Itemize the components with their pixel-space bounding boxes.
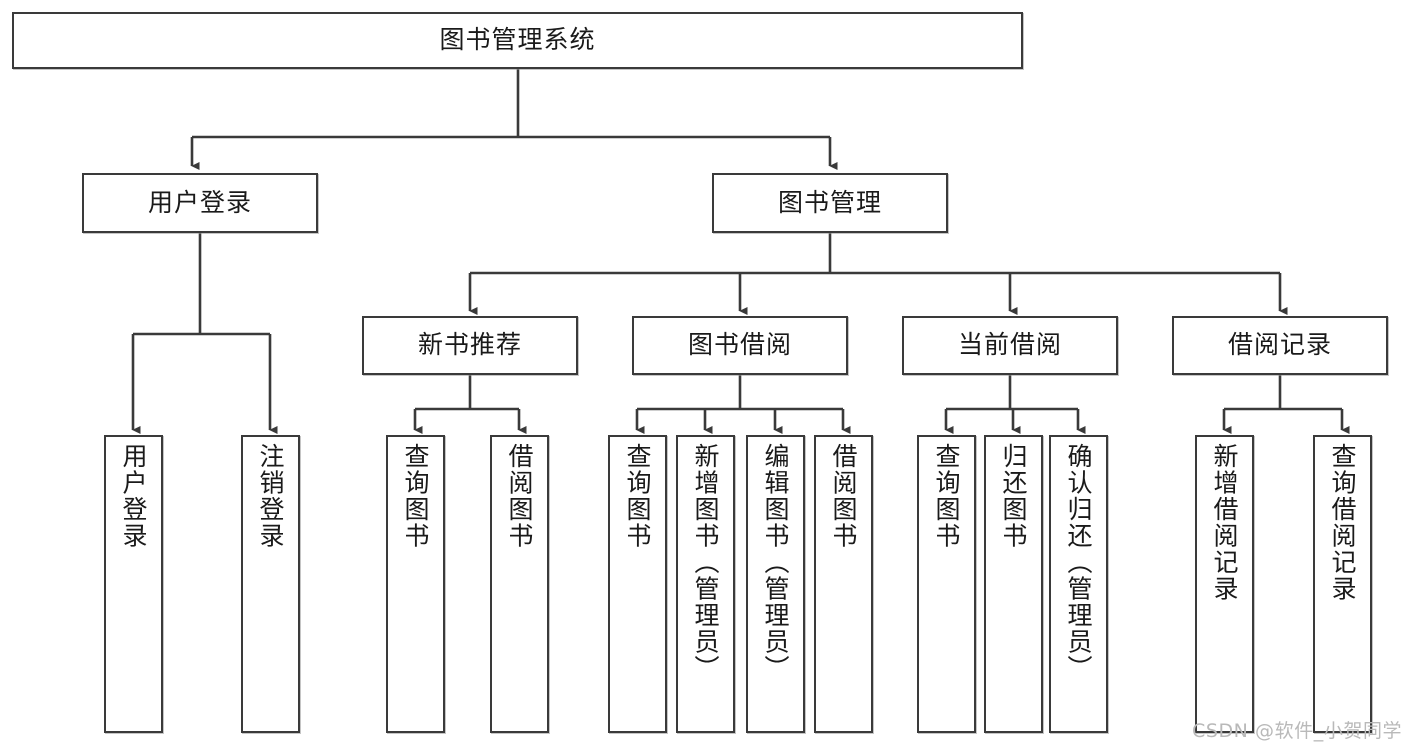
node-leaf-edit-book[interactable]: 编辑图书（管理员）	[746, 435, 805, 733]
node-label: 借阅记录	[1227, 330, 1332, 360]
node-label: 查询图书	[401, 443, 430, 549]
node-label: 查询图书	[623, 443, 652, 549]
node-leaf-query-book-2[interactable]: 查询图书	[608, 435, 667, 733]
node-label: 图书管理系统	[439, 25, 596, 55]
connector-userlogin-to-leaves	[131, 233, 278, 434]
node-leaf-borrow-book-2[interactable]: 借阅图书	[814, 435, 873, 733]
node-label: 注销登录	[256, 443, 285, 549]
node-label: 归还图书	[999, 443, 1028, 549]
connector-currentborrow-to-leaves	[944, 375, 1086, 434]
connector-bookmanage-to-level3	[468, 233, 1288, 315]
node-label: 借阅图书	[505, 443, 534, 549]
node-label: 用户登录	[147, 187, 252, 217]
node-label: 查询借阅记录	[1328, 443, 1357, 602]
node-label: 新增借阅记录	[1210, 443, 1239, 602]
node-current-borrow[interactable]: 当前借阅	[902, 316, 1118, 375]
node-label: 确认归还（管理员）	[1064, 443, 1093, 682]
node-book-manage[interactable]: 图书管理	[712, 173, 948, 233]
node-label: 用户登录	[119, 443, 148, 549]
node-leaf-add-book[interactable]: 新增图书（管理员）	[676, 435, 735, 733]
connector-bookborrow-to-leaves	[635, 375, 851, 434]
node-new-book-recommend[interactable]: 新书推荐	[362, 316, 578, 375]
node-book-borrow[interactable]: 图书借阅	[632, 316, 848, 375]
csdn-watermark: CSDN @软件_小贺同学	[1192, 720, 1403, 742]
node-label: 借阅图书	[829, 443, 858, 549]
node-leaf-user-login[interactable]: 用户登录	[104, 435, 163, 733]
node-label: 当前借阅	[957, 330, 1062, 360]
node-leaf-logout-login[interactable]: 注销登录	[241, 435, 300, 733]
node-borrow-record[interactable]: 借阅记录	[1172, 316, 1388, 375]
connector-root-to-bus	[190, 69, 838, 170]
node-leaf-query-record[interactable]: 查询借阅记录	[1313, 435, 1372, 733]
node-label: 新增图书（管理员）	[691, 443, 720, 682]
node-label: 查询图书	[932, 443, 961, 549]
node-user-login[interactable]: 用户登录	[82, 173, 318, 233]
node-leaf-add-record[interactable]: 新增借阅记录	[1195, 435, 1254, 733]
connector-newbook-to-leaves	[413, 375, 527, 434]
node-label: 编辑图书（管理员）	[761, 443, 790, 682]
node-leaf-query-book-3[interactable]: 查询图书	[917, 435, 976, 733]
node-leaf-confirm-return[interactable]: 确认归还（管理员）	[1049, 435, 1108, 733]
node-root-system[interactable]: 图书管理系统	[12, 12, 1023, 69]
node-leaf-query-book-1[interactable]: 查询图书	[386, 435, 445, 733]
node-leaf-borrow-book-1[interactable]: 借阅图书	[490, 435, 549, 733]
node-leaf-return-book[interactable]: 归还图书	[984, 435, 1043, 733]
connector-borrowrecord-to-leaves	[1222, 375, 1350, 434]
node-label: 新书推荐	[417, 330, 522, 360]
node-label: 图书借阅	[687, 330, 792, 360]
node-label: 图书管理	[777, 187, 882, 217]
